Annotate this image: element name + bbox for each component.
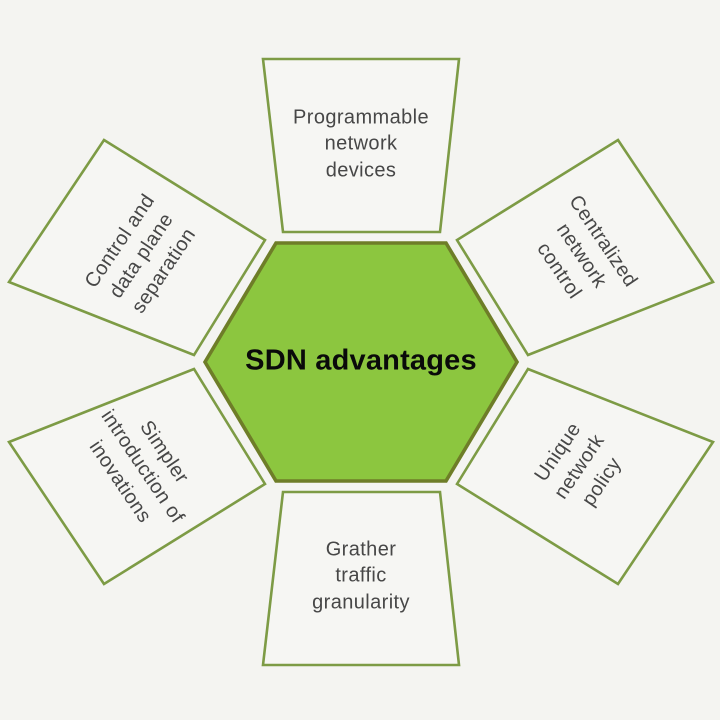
segment-shape-centralized-network-control <box>455 138 715 357</box>
segment-label-programmable-network-devices: Programmable network devices <box>293 106 429 182</box>
segment-shape-programmable-network-devices <box>261 57 461 234</box>
segment-label-grather-traffic-granularity: Grather traffic granularity <box>312 538 410 614</box>
segment-shape-simpler-introduction-of-inovations <box>7 367 267 586</box>
segment-shape-unique-network-policy <box>455 367 715 586</box>
segment-shape-control-and-data-plane-separation <box>7 138 267 357</box>
segment-shape-grather-traffic-granularity <box>261 490 461 667</box>
diagram-title: SDN advantages <box>245 344 477 377</box>
hexagon-shape <box>202 241 520 483</box>
